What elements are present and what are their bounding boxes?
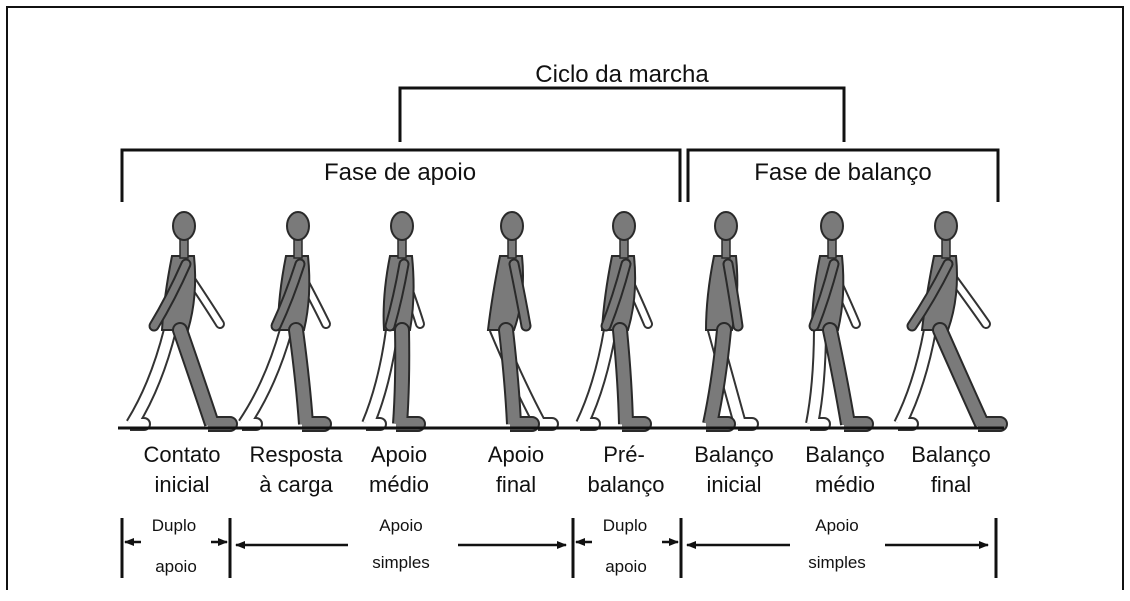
stance-phase-bracket (120, 148, 682, 202)
head (612, 211, 636, 241)
label-balanco-medio-l1: Balanço (805, 442, 885, 467)
single-support-2-l2: simples (808, 553, 866, 572)
support-intervals: Duplo apoio Apoio simples Duplo apoio Ap… (120, 516, 998, 578)
head (500, 211, 524, 241)
walking-figure (702, 211, 759, 432)
phase-labels: Contato inicial Resposta à carga Apoio m… (143, 442, 990, 497)
swing-phase-bracket (686, 148, 1000, 202)
label-balanco-medio-l2: médio (815, 472, 875, 497)
walking-figure (575, 211, 653, 432)
walking-figure (805, 211, 874, 432)
single-support-1-l2: simples (372, 553, 430, 572)
label-apoio-medio-l1: Apoio (371, 442, 427, 467)
walking-figure (893, 211, 1008, 432)
stance-phase-label: Fase de apoio (324, 159, 476, 186)
head (820, 211, 844, 241)
walking-figure (238, 211, 332, 432)
label-balanco-final-l1: Balanço (911, 442, 991, 467)
label-resposta-carga-l2: à carga (259, 472, 333, 497)
swing-phase-label: Fase de balanço (754, 159, 931, 186)
double-support-2-l1: Duplo (603, 516, 647, 535)
cycle-bracket (398, 86, 846, 142)
label-balanco-final-l2: final (931, 472, 971, 497)
walking-figure (361, 211, 426, 432)
label-balanco-inicial-l2: inicial (706, 472, 761, 497)
label-apoio-final-l2: final (496, 472, 536, 497)
single-support-2-l1: Apoio (815, 516, 858, 535)
double-support-1-l1: Duplo (152, 516, 196, 535)
label-contato-inicial-l1: Contato (143, 442, 220, 467)
image-frame (6, 6, 1124, 590)
cycle-title: Ciclo da marcha (535, 61, 709, 88)
head (286, 211, 310, 241)
double-support-2-l2: apoio (605, 557, 647, 576)
double-support-1-l2: apoio (155, 557, 197, 576)
head (714, 211, 738, 241)
label-pre-balanco-l1: Pré- (603, 442, 645, 467)
label-pre-balanco-l2: balanço (587, 472, 664, 497)
label-balanco-inicial-l1: Balanço (694, 442, 774, 467)
label-contato-inicial-l2: inicial (154, 472, 209, 497)
single-support-1-l1: Apoio (379, 516, 422, 535)
head (934, 211, 958, 241)
walking-figures (126, 211, 1008, 432)
label-apoio-medio-l2: médio (369, 472, 429, 497)
label-resposta-carga-l1: Resposta (250, 442, 344, 467)
head (172, 211, 196, 241)
walking-figure (126, 211, 238, 432)
walking-figure (486, 211, 559, 432)
head (390, 211, 414, 241)
label-apoio-final-l1: Apoio (488, 442, 544, 467)
